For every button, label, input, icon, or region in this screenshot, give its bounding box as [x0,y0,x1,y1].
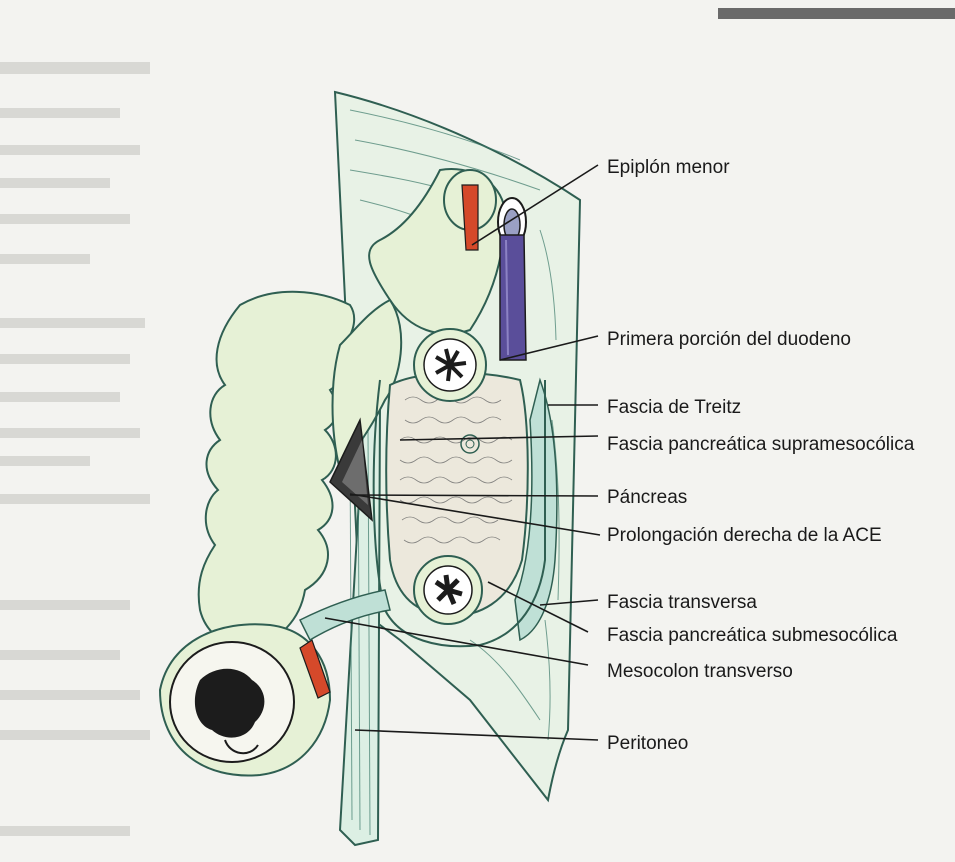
vena-cava-vessel [500,235,526,360]
label-peritoneo: Peritoneo [607,733,688,755]
label-fascia-treitz: Fascia de Treitz [607,397,741,419]
label-fascia-transversa: Fascia transversa [607,592,757,614]
label-fascia-pancreatica-submesocolica: Fascia pancreática submesocólica [607,625,897,647]
label-fascia-pancreatica-supramesocolica: Fascia pancreática supramesocólica [607,434,914,456]
label-primera-porcion-duodeno: Primera porción del duodeno [607,329,851,351]
label-epiplon-menor: Epiplón menor [607,157,730,179]
transverse-colon [199,292,354,650]
label-mesocolon-transverso: Mesocolon transverso [607,661,793,683]
label-pancreas: Páncreas [607,487,687,509]
label-prolongacion-ace: Prolongación derecha de la ACE [607,525,882,547]
